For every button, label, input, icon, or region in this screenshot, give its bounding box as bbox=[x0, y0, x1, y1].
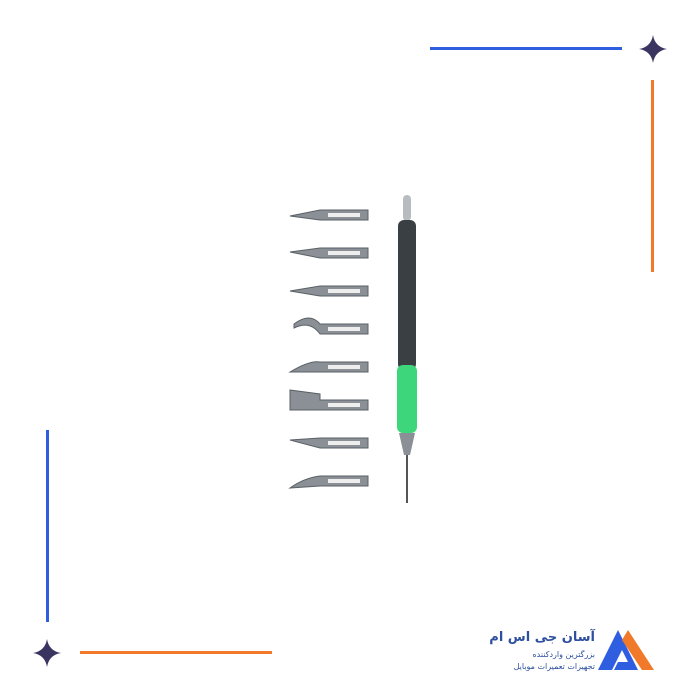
decor-line-right bbox=[651, 80, 654, 272]
knife-handle bbox=[397, 195, 417, 503]
blade bbox=[288, 361, 369, 373]
brand-logo-icon bbox=[598, 630, 654, 670]
brand-tagline-1: بزرگترین واردکننده bbox=[532, 650, 595, 659]
sparkle-icon bbox=[639, 35, 667, 63]
decor-line-left bbox=[46, 430, 49, 622]
blade bbox=[289, 437, 369, 449]
blade bbox=[289, 389, 369, 411]
brand-name: آسان جی اس ام bbox=[489, 630, 595, 645]
brand-tagline-2: تجهیزات تعمیرات موبایل bbox=[513, 662, 595, 671]
blade bbox=[289, 285, 369, 297]
product-image bbox=[288, 195, 417, 503]
blade bbox=[293, 317, 369, 335]
sparkle-icon bbox=[33, 639, 61, 667]
decor-line-bottom bbox=[80, 651, 272, 654]
blade bbox=[289, 247, 369, 259]
blade bbox=[288, 475, 369, 489]
blade bbox=[289, 209, 369, 221]
blades bbox=[288, 209, 369, 489]
decor-line-top bbox=[430, 47, 622, 50]
